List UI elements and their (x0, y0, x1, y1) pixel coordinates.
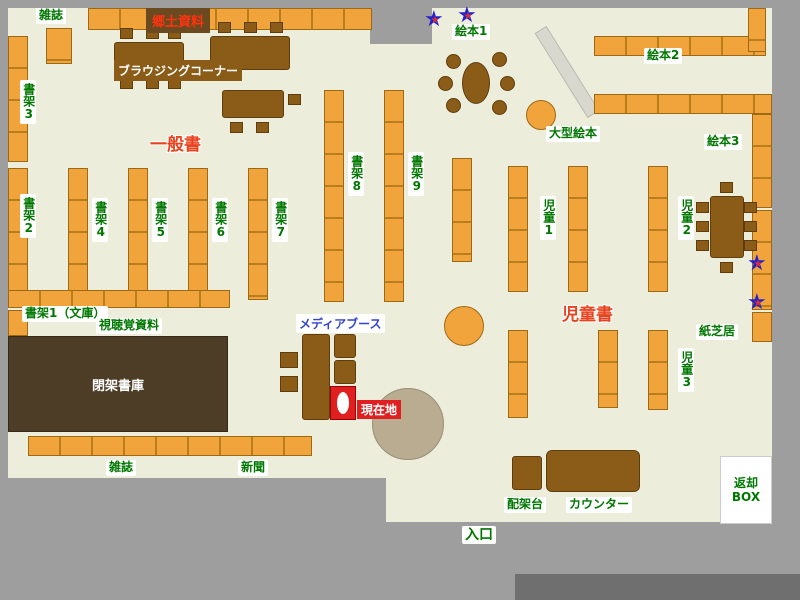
label-children-1: 児童1 (540, 196, 556, 240)
story-circle-seat (492, 100, 507, 115)
bookshelf-children-1b (568, 166, 588, 292)
label-children-2: 児童2 (678, 196, 694, 240)
wall-dark-strip (515, 574, 800, 600)
label-picture-book-3: 絵本3 (704, 134, 743, 150)
label-magazine-top: 雑誌 (36, 8, 67, 24)
round-stand (444, 306, 484, 346)
chair (270, 22, 283, 33)
label-shelf-7: 書架7 (272, 198, 288, 242)
story-circle-center (462, 62, 490, 104)
bookshelf-kamishibai (752, 312, 772, 342)
label-shelf-3: 書架3 (20, 80, 36, 124)
media-booth-chair (280, 376, 298, 392)
bookshelf-5 (128, 168, 148, 300)
bookshelf-av-materials (8, 290, 230, 308)
chair (744, 240, 757, 251)
label-shelf-2: 書架2 (20, 194, 36, 238)
counter-desk (546, 450, 640, 492)
label-children-books: 児童書 (562, 305, 613, 325)
closed-stacks-label: 閉架書庫 (91, 378, 144, 394)
bookshelf-center (452, 158, 472, 262)
star-marker: ★★ (747, 251, 767, 276)
bookshelf-8 (324, 90, 344, 302)
bookshelf-right-wall-a (752, 114, 772, 208)
chair (720, 182, 733, 193)
return-box-room: 返却BOX (720, 456, 772, 524)
chair (696, 240, 709, 251)
bookshelf-children-2 (648, 166, 668, 292)
bookshelf-magazine-newspaper (28, 436, 312, 456)
label-media-booth: メディアブース (296, 314, 385, 333)
chair (218, 22, 231, 33)
story-circle-seat (446, 54, 461, 69)
label-shelf-4: 書架4 (92, 198, 108, 242)
label-browsing-corner: ブラウジングコーナー (114, 60, 243, 81)
label-picture-book-2: 絵本2 (644, 48, 683, 64)
label-counter: カウンター (566, 497, 633, 513)
chair (230, 122, 243, 133)
story-circle-seat (446, 98, 461, 113)
bookshelf-corner (748, 8, 766, 52)
large-picture-book-stand (526, 100, 556, 130)
story-circle-seat (500, 76, 515, 91)
bookshelf-4 (68, 168, 88, 300)
media-booth-table (302, 334, 330, 420)
star-marker: ★★ (747, 290, 767, 315)
bookshelf-magazine-top (46, 28, 72, 64)
label-kamishibai: 紙芝居 (696, 324, 739, 340)
chair (696, 221, 709, 232)
browsing-table-3 (222, 90, 284, 118)
media-booth-chair (280, 352, 298, 368)
wall-notch-top (370, 0, 432, 44)
label-shelf-8: 書架8 (348, 152, 364, 196)
children-reading-table (710, 196, 744, 258)
label-newspaper: 新聞 (238, 460, 269, 476)
label-entrance: 入口 (462, 526, 496, 545)
label-av-materials: 視聴覚資料 (96, 318, 163, 334)
label-picture-book-1: 絵本1 (452, 24, 491, 40)
chair (744, 221, 757, 232)
label-shelf-5: 書架5 (152, 198, 168, 242)
story-circle-seat (492, 52, 507, 67)
label-current-location: 現在地 (357, 400, 402, 419)
bookshelf-children-3 (648, 330, 668, 410)
chair (244, 22, 257, 33)
chair (120, 28, 133, 39)
bookshelf-9 (384, 90, 404, 302)
star-marker: ★★ (457, 3, 477, 28)
chair (288, 94, 301, 105)
chair (720, 262, 733, 273)
bookshelf-right-wall-b (752, 210, 772, 310)
pillar (372, 388, 444, 460)
bookshelf-children-lower-b (598, 330, 618, 408)
bookshelf-children-lower-a (508, 330, 528, 418)
bookshelf-top-right (594, 94, 772, 114)
shelving-table (512, 456, 542, 490)
label-shelf-9: 書架9 (408, 152, 424, 196)
bookshelf-children-1a (508, 166, 528, 292)
chair (256, 122, 269, 133)
media-booth-seat (334, 360, 356, 384)
current-location-booth (330, 386, 356, 420)
media-booth-seat (334, 334, 356, 358)
label-general-books: 一般書 (150, 135, 201, 155)
label-shelving-table: 配架台 (504, 497, 547, 513)
label-children-3: 児童3 (678, 348, 694, 392)
return-box-label: 返却BOX (731, 475, 761, 504)
bookshelf-6 (188, 168, 208, 300)
label-magazine-bottom: 雑誌 (106, 460, 137, 476)
label-large-picture-book: 大型絵本 (546, 126, 601, 142)
wall-bottom-left (0, 478, 386, 600)
star-marker: ★★ (424, 7, 444, 32)
current-location-marker (337, 392, 349, 414)
chair (744, 202, 757, 213)
label-shelf-1-bunko: 書架1（文庫） (22, 306, 109, 322)
chair (696, 202, 709, 213)
story-circle-seat (438, 76, 453, 91)
bookshelf-7 (248, 168, 268, 300)
label-shelf-6: 書架6 (212, 198, 228, 242)
closed-stacks-room: 閉架書庫 (8, 336, 228, 432)
label-local-materials: 郷土資料 (146, 8, 211, 33)
